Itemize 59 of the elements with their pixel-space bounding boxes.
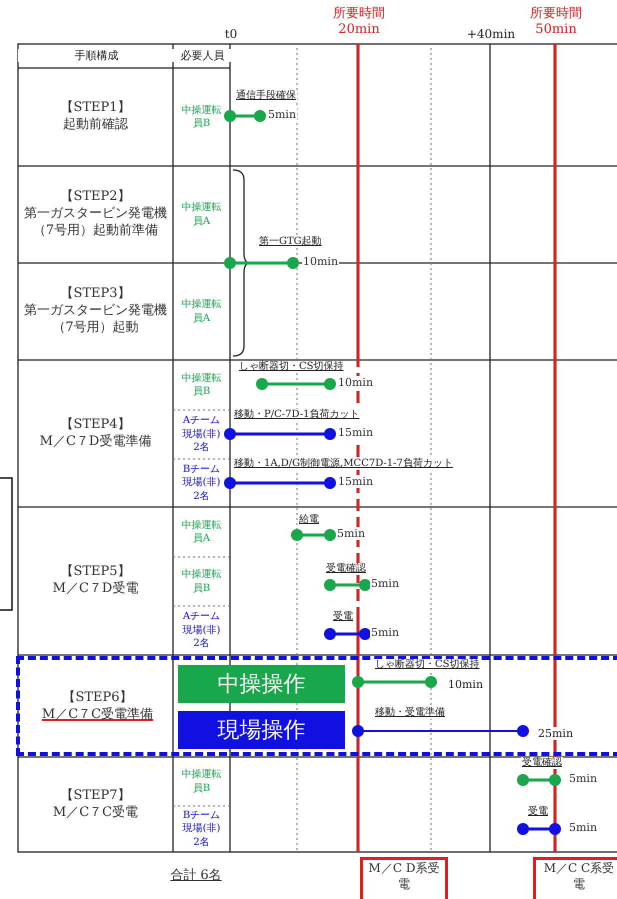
- step-title: M／C７D受電: [52, 581, 140, 598]
- staff-label: Aチーム現場(非)2名: [182, 610, 222, 651]
- operation-label: 現場操作: [218, 717, 306, 745]
- staff-label: 中操運転員B: [180, 768, 222, 795]
- duration-label: 15min: [337, 475, 374, 488]
- duration-label: 5min: [370, 626, 400, 640]
- step-title: 第一ガスタービン発電機（7号用）起動前準備: [23, 206, 168, 240]
- step-heading: 【STEP1】: [60, 100, 131, 117]
- status-box: [360, 857, 448, 899]
- duration-label: 5min: [568, 772, 598, 786]
- task-label: 移動・受電準備: [374, 707, 446, 719]
- task-label: 給電: [298, 514, 320, 526]
- status-label: M／C D系受電: [368, 860, 440, 892]
- step-heading: 【STEP4】: [60, 416, 131, 434]
- step-heading: 【STEP5】: [60, 564, 131, 581]
- operation-label: 中操操作: [218, 671, 306, 699]
- column-header: 手順構成: [18, 49, 175, 62]
- dashed-frame: [16, 656, 617, 756]
- step-title: M／C７C受電: [52, 804, 140, 822]
- step-heading: 【STEP7】: [60, 788, 131, 804]
- duration-label: 10min: [337, 376, 374, 390]
- step-heading: 【STEP6】: [62, 690, 133, 707]
- staff-label: 中操運転員A: [180, 518, 222, 546]
- step-title: 第一ガスタービン発電機（7号用）起動: [23, 303, 168, 337]
- task-label: 受電: [332, 611, 354, 623]
- staff-label: Aチーム現場(非)2名: [182, 414, 222, 455]
- duration-label: 5min: [336, 527, 366, 540]
- task-label: 受電: [527, 806, 549, 818]
- staff-label: Bチーム現場(非)2名: [182, 462, 222, 504]
- operation-box: [178, 711, 345, 749]
- step-heading: 【STEP3】: [60, 286, 131, 304]
- task-label: しゃ断器切・CS切保持: [374, 659, 481, 671]
- task-label: 第一GTG起動: [258, 236, 323, 248]
- staff-label: 中操運転員B: [180, 104, 222, 130]
- duration-label: 15min: [337, 426, 374, 440]
- step-heading: 【STEP2】: [60, 189, 131, 206]
- task-label: 通信手段確保: [235, 90, 297, 102]
- staff-label: 中操運転員B: [180, 568, 222, 595]
- task-label: 移動・P/C-7D-1負荷カット: [233, 409, 360, 421]
- task-label: 受電確認: [521, 757, 563, 769]
- duration-label: 10min: [302, 255, 340, 268]
- operation-box: [178, 665, 345, 703]
- duration-label: 5min: [267, 108, 298, 122]
- task-label: 移動・1A,D/G制御電源,MCC7D-1-7負荷カット: [233, 458, 454, 470]
- task-label: しゃ断器切・CS切保持: [238, 361, 345, 373]
- duration-label: 10min: [447, 678, 484, 692]
- status-box: [533, 857, 617, 899]
- staff-label: 中操運転員A: [180, 201, 222, 228]
- duration-label: 5min: [568, 821, 598, 834]
- step-title: M／C７D受電準備: [38, 434, 152, 450]
- duration-label: 5min: [370, 577, 400, 590]
- staff-label: 中操運転員B: [180, 372, 222, 398]
- staff-label: Bチーム現場(非)2名: [182, 808, 222, 850]
- duration-label: 25min: [537, 727, 574, 740]
- step-title: M／C７C受電準備: [42, 707, 154, 724]
- staff-label: 中操運転員A: [180, 298, 222, 325]
- step-title: 起動前確認: [62, 117, 129, 134]
- status-label: M／C C系受電: [543, 860, 615, 892]
- task-label: 受電確認: [325, 563, 367, 575]
